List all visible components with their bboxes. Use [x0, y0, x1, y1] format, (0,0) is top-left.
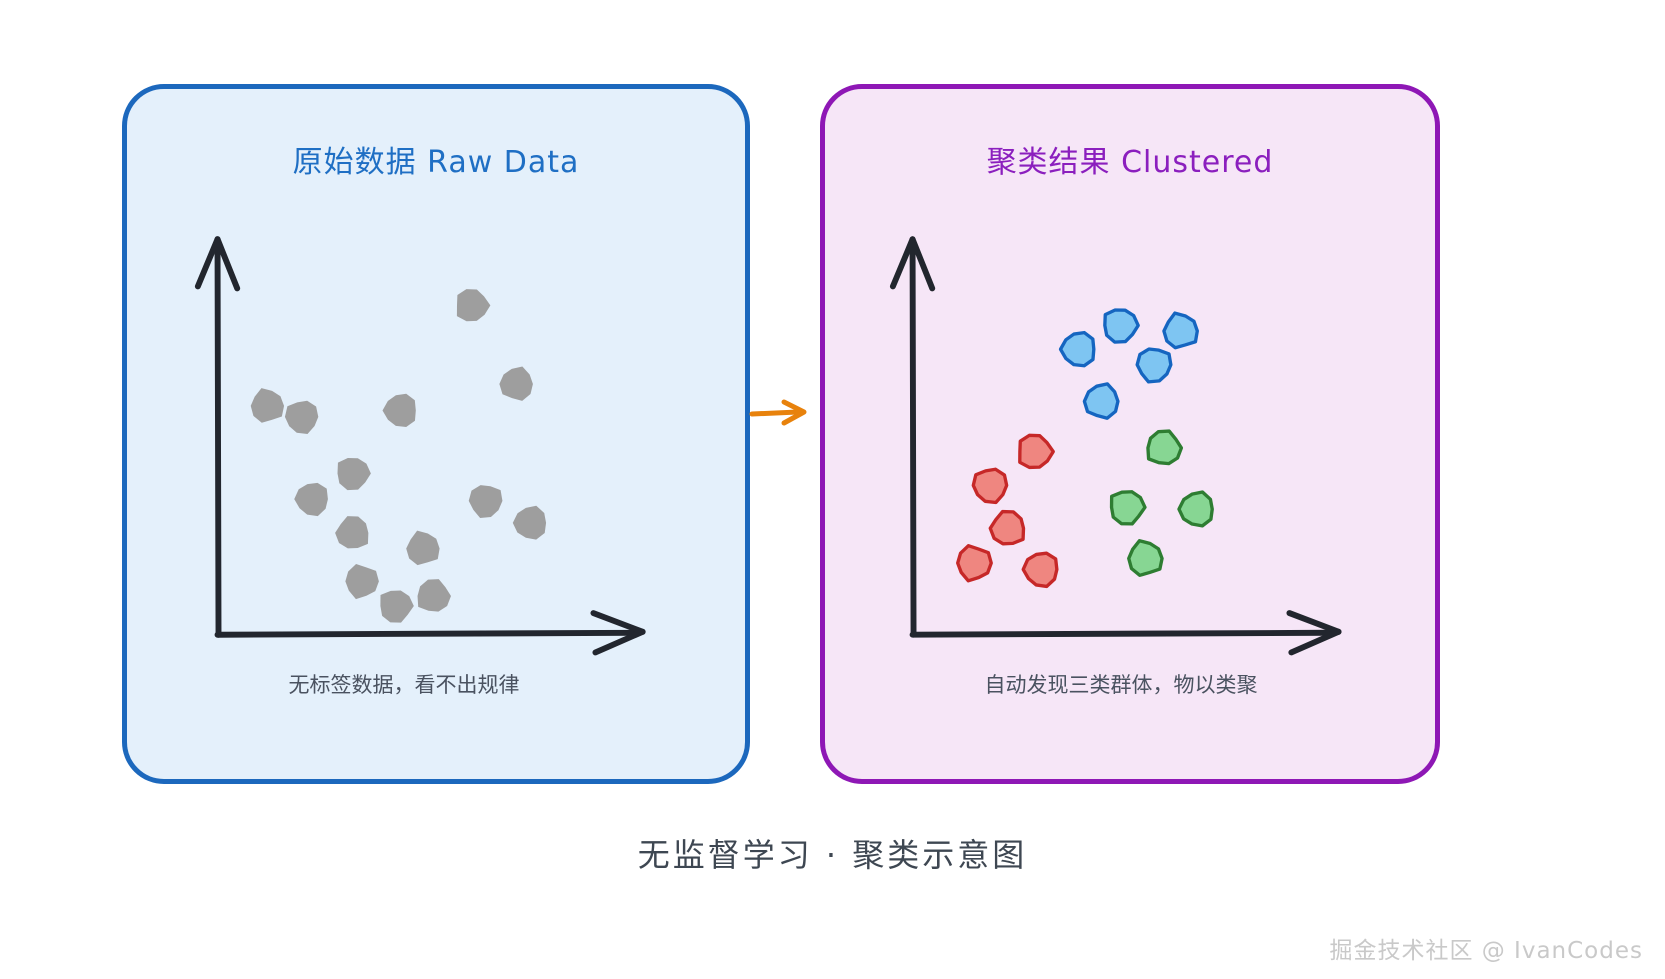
y-axis-arrowhead-right: [214, 236, 241, 292]
red-cluster-point: [1021, 551, 1059, 589]
panel-raw-caption: 无标签数据，看不出规律: [288, 673, 520, 697]
figure-caption: 无监督学习 · 聚类示意图: [637, 836, 1028, 874]
y-axis-line: [909, 244, 917, 638]
blue-cluster-point: [1135, 347, 1173, 384]
unlabeled-point: [406, 530, 440, 566]
unlabeled-point: [284, 400, 319, 434]
x-axis-arrowhead-top: [1286, 610, 1342, 635]
x-axis-arrowhead-top: [590, 610, 646, 635]
red-cluster-point: [956, 544, 993, 583]
unlabeled-point: [417, 579, 451, 612]
panel-raw-data: 原始数据 Raw Data 无标签数据，看不出规律: [122, 84, 750, 784]
y-axis-line: [214, 244, 222, 638]
unlabeled-point: [335, 516, 369, 549]
blue-cluster-point: [1058, 330, 1096, 368]
red-cluster-point: [971, 467, 1009, 505]
unlabeled-point: [512, 505, 547, 540]
blue-cluster-point: [1103, 308, 1140, 344]
unlabeled-point: [456, 289, 491, 322]
raw-data-scatter-plot: [194, 236, 646, 656]
arrow-right-icon: [749, 399, 807, 426]
green-cluster-point: [1177, 490, 1214, 528]
y-axis-arrowhead-right: [909, 236, 936, 292]
unlabeled-point: [345, 564, 379, 600]
y-axis-arrowhead-left: [889, 236, 916, 290]
watermark-credit: 掘金技术社区 @ IvanCodes: [1329, 938, 1643, 964]
y-axis-arrowhead-left: [194, 236, 221, 290]
unlabeled-point: [499, 366, 533, 401]
unlabeled-point: [380, 590, 414, 623]
unlabeled-point: [468, 485, 503, 519]
red-cluster-point: [1018, 433, 1055, 470]
panel-clustered-caption: 自动发现三类群体，物以类聚: [984, 673, 1258, 697]
raw-data-points: [250, 289, 547, 623]
clustered-scatter-plot: [889, 236, 1342, 656]
panel-clustered-title: 聚类结果 Clustered: [986, 145, 1274, 180]
x-axis-arrowhead-bottom: [1288, 628, 1342, 656]
blue-cluster-point: [1162, 311, 1199, 350]
green-cluster-point: [1127, 539, 1164, 577]
green-cluster-point: [1109, 490, 1147, 526]
x-axis-arrowhead-bottom: [592, 628, 646, 656]
unlabeled-point: [294, 482, 328, 517]
clustered-data-points: [956, 308, 1214, 589]
unlabeled-point: [337, 458, 371, 491]
x-axis-line: [909, 629, 1333, 638]
unlabeled-point: [250, 388, 285, 423]
green-cluster-point: [1146, 429, 1184, 466]
red-cluster-point: [988, 509, 1026, 546]
panel-raw-title: 原始数据 Raw Data: [292, 145, 580, 180]
unlabeled-point: [382, 393, 416, 427]
blue-cluster-point: [1082, 382, 1120, 420]
panel-clustered: 聚类结果 Clustered 自动发现三类群体，物以类聚: [820, 84, 1440, 784]
x-axis-line: [214, 629, 637, 638]
